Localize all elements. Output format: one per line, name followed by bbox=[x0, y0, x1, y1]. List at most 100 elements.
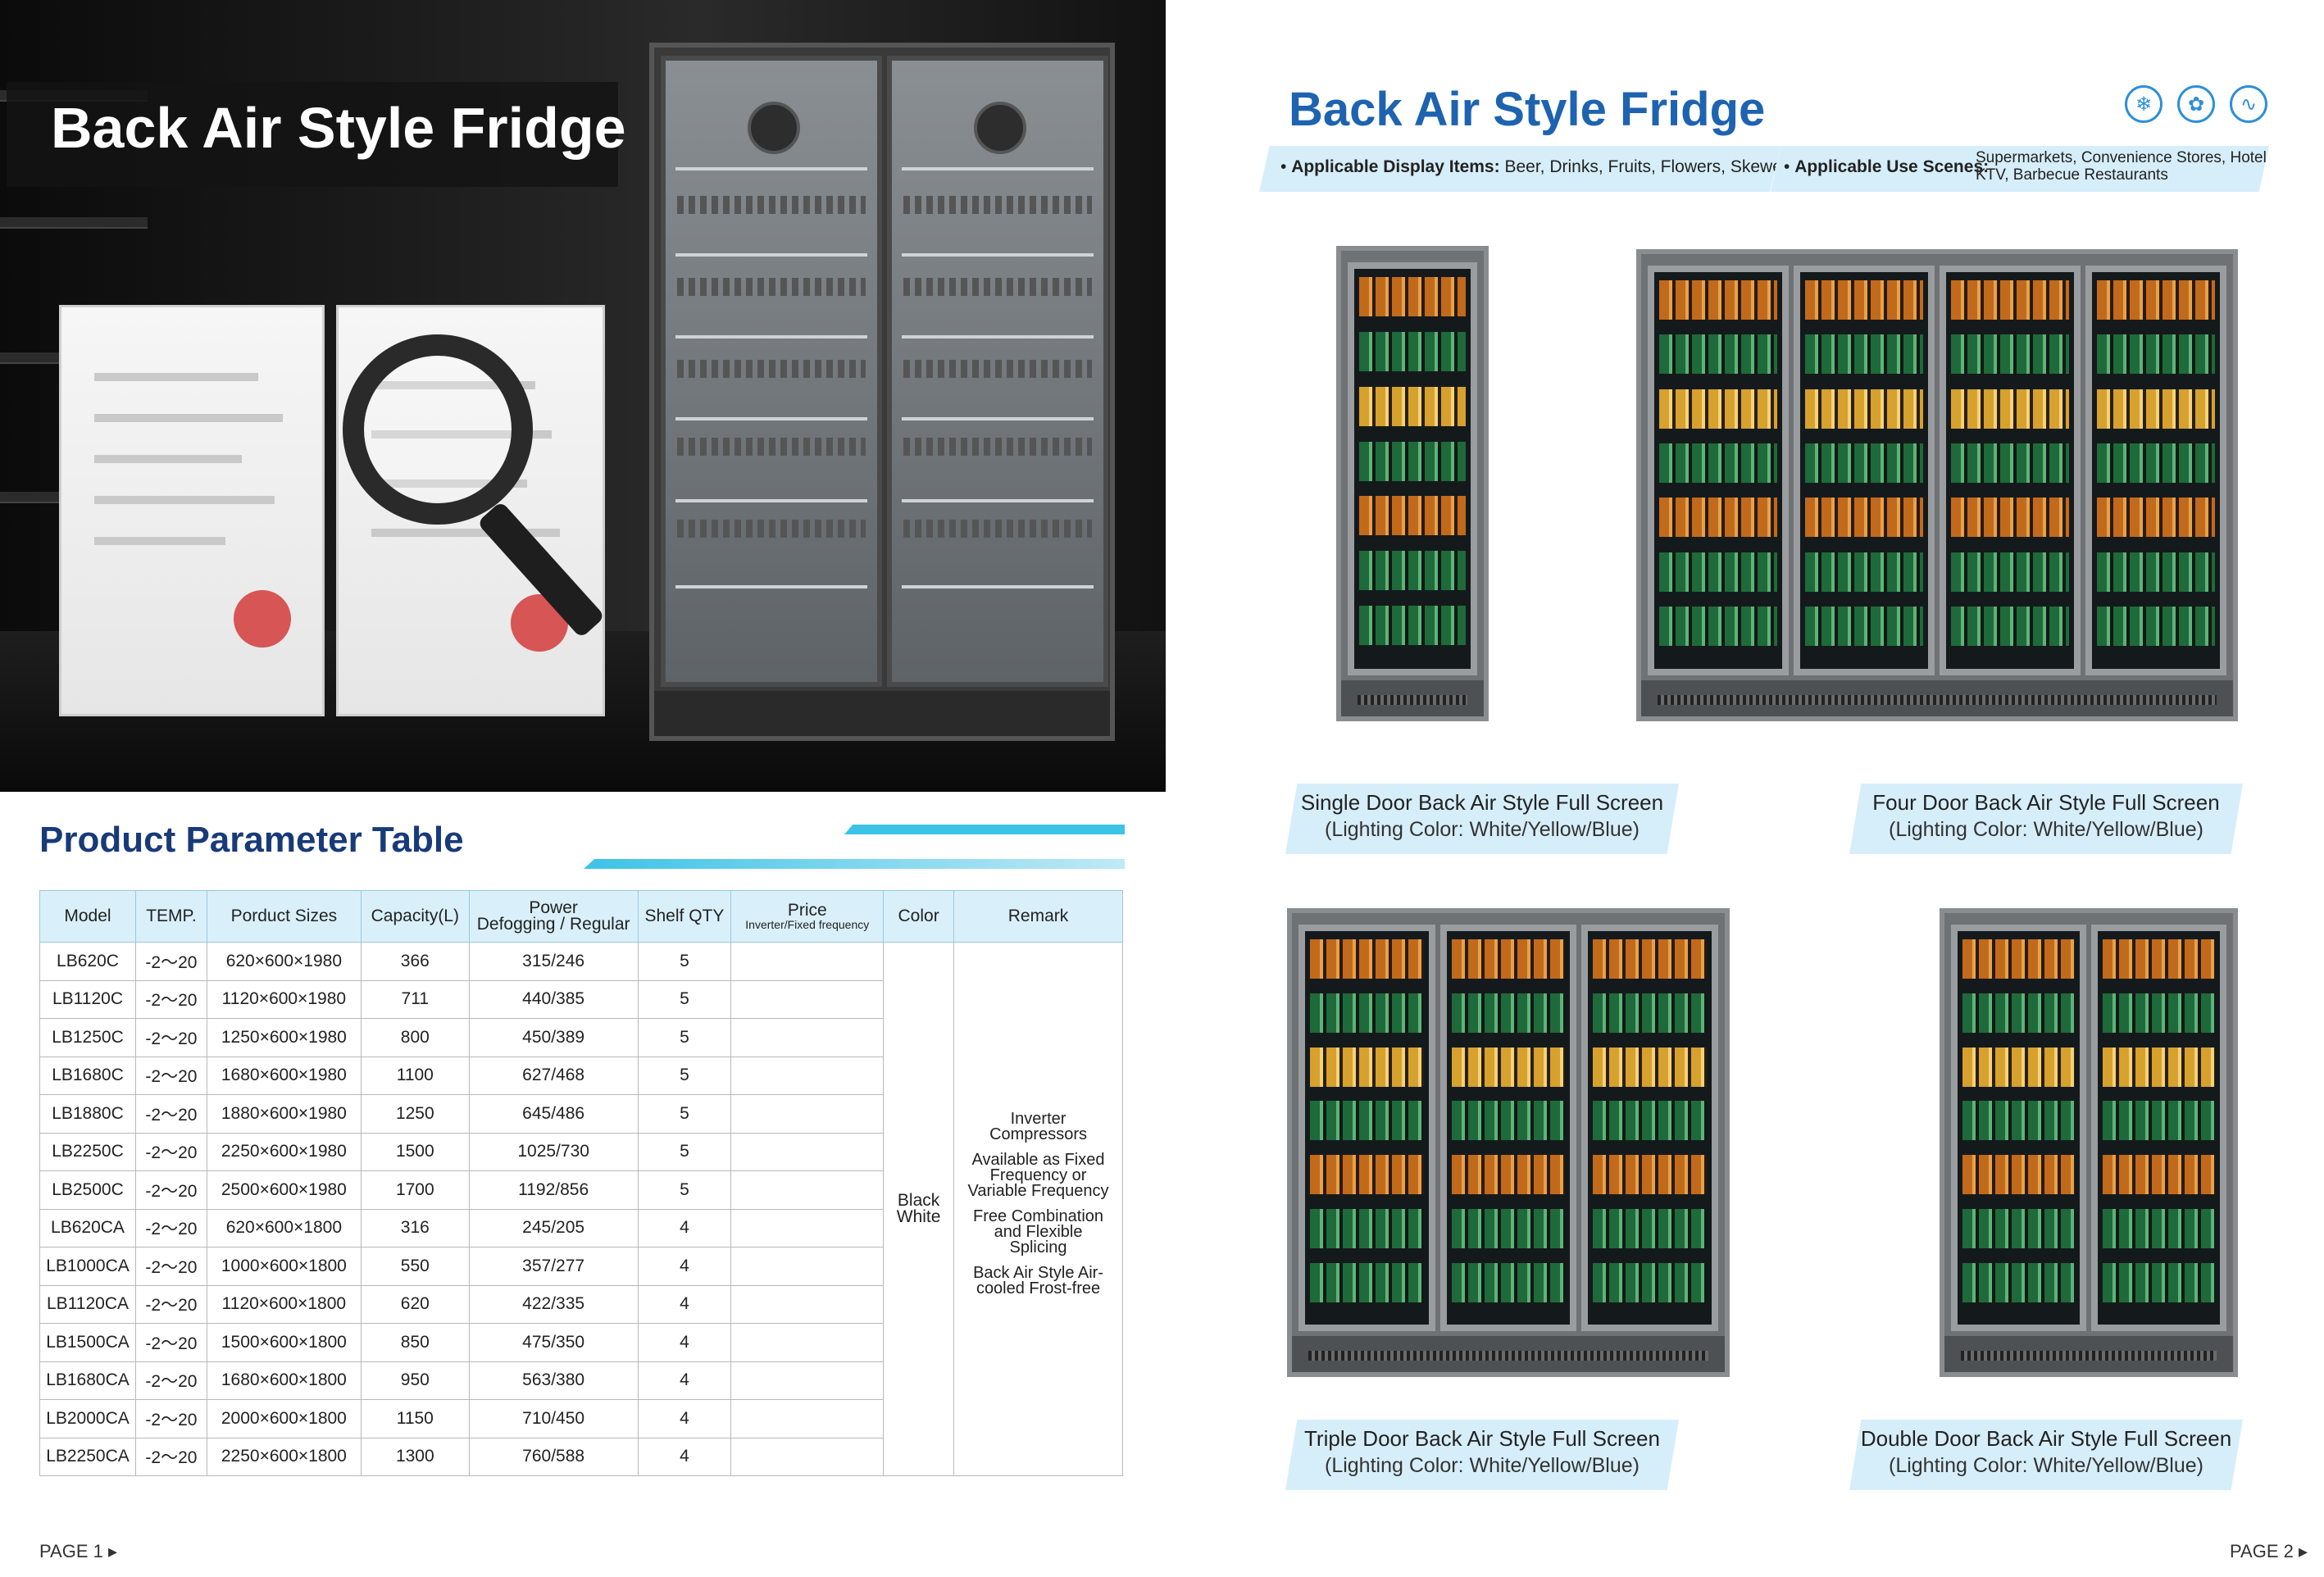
cell-power: 760/588 bbox=[468, 1437, 639, 1476]
hero-fridge-image bbox=[649, 43, 1115, 741]
cell-temp: -2～20 bbox=[134, 1247, 207, 1286]
cell-capacity: 1250 bbox=[360, 1094, 470, 1134]
cell-model: LB620CA bbox=[39, 1208, 136, 1248]
cell-size: 2250×600×1980 bbox=[206, 1132, 362, 1171]
triple-door-fridge-image bbox=[1287, 908, 1730, 1377]
cell-price bbox=[730, 1284, 885, 1324]
cell-power: 357/277 bbox=[468, 1247, 639, 1286]
decor-stripe bbox=[584, 859, 1125, 869]
remark-item: Back Air Style Air-cooled Frost-free bbox=[973, 1264, 1103, 1298]
remark-item: Inverter Compressors bbox=[989, 1110, 1087, 1143]
table-title: Product Parameter Table bbox=[39, 820, 464, 860]
cell-shelf: 5 bbox=[637, 1170, 732, 1210]
cell-price bbox=[730, 1247, 885, 1286]
cell-size: 1120×600×1980 bbox=[206, 979, 362, 1019]
cell-price bbox=[730, 1018, 885, 1057]
cell-temp: -2～20 bbox=[134, 1437, 207, 1476]
cell-power: 440/385 bbox=[468, 979, 639, 1019]
cell-model: LB1000CA bbox=[39, 1247, 136, 1286]
cell-price bbox=[730, 1094, 885, 1134]
cell-shelf: 4 bbox=[637, 1208, 732, 1248]
cell-size: 1880×600×1980 bbox=[206, 1094, 362, 1134]
cell-capacity: 1150 bbox=[360, 1399, 470, 1438]
four-door-fridge-image bbox=[1636, 249, 2238, 721]
cell-shelf: 5 bbox=[637, 1132, 732, 1171]
cell-power: 627/468 bbox=[468, 1056, 639, 1095]
hero-title-box: Back Air Style Fridge bbox=[7, 82, 626, 187]
decor-stripe bbox=[844, 825, 1125, 834]
cell-model: LB1880C bbox=[39, 1094, 136, 1134]
cell-model: LB2250CA bbox=[39, 1437, 136, 1476]
cell-shelf: 5 bbox=[637, 1018, 732, 1057]
cell-price bbox=[730, 979, 885, 1019]
caption-triple-door: Triple Door Back Air Style Full Screen (… bbox=[1285, 1420, 1679, 1490]
cell-capacity: 1700 bbox=[360, 1170, 470, 1210]
magnifier-icon bbox=[343, 334, 533, 525]
remark-item: Free Combination and Flexible Splicing bbox=[973, 1207, 1104, 1257]
cell-size: 620×600×1800 bbox=[206, 1208, 362, 1248]
cell-model: LB2000CA bbox=[39, 1399, 136, 1438]
caption-title: Triple Door Back Air Style Full Screen bbox=[1304, 1426, 1660, 1451]
cell-power: 710/450 bbox=[468, 1399, 639, 1438]
caption-title: Four Door Back Air Style Full Screen bbox=[1872, 790, 2220, 815]
cell-temp: -2～20 bbox=[134, 1208, 207, 1248]
col-model: Model bbox=[39, 890, 136, 943]
cell-model: LB2250C bbox=[39, 1132, 136, 1171]
caption-title: Single Door Back Air Style Full Screen bbox=[1300, 790, 1664, 815]
caption-four-door: Four Door Back Air Style Full Screen (Li… bbox=[1849, 784, 2243, 854]
use-scenes-value: Supermarkets, Convenience Stores, Hotels… bbox=[1976, 149, 2279, 184]
cell-size: 2250×600×1800 bbox=[206, 1437, 362, 1476]
cell-capacity: 1300 bbox=[360, 1437, 470, 1476]
cell-power: 645/486 bbox=[468, 1094, 639, 1134]
cell-model: LB1120CA bbox=[39, 1284, 136, 1324]
cell-model: LB1680CA bbox=[39, 1361, 136, 1400]
cell-shelf: 5 bbox=[637, 1094, 732, 1134]
cell-model: LB1250C bbox=[39, 1018, 136, 1057]
cell-temp: -2～20 bbox=[134, 1323, 207, 1362]
cell-size: 1500×600×1800 bbox=[206, 1323, 362, 1362]
cell-shelf: 5 bbox=[637, 942, 732, 981]
cell-power: 563/380 bbox=[468, 1361, 639, 1400]
cell-price bbox=[730, 1399, 885, 1438]
cell-temp: -2～20 bbox=[134, 1094, 207, 1134]
hero-title: Back Air Style Fridge bbox=[51, 96, 626, 160]
cell-temp: -2～20 bbox=[134, 1399, 207, 1438]
cell-size: 1120×600×1800 bbox=[206, 1284, 362, 1324]
double-door-fridge-image bbox=[1940, 908, 2238, 1377]
cell-price bbox=[730, 1323, 885, 1362]
cell-shelf: 4 bbox=[637, 1323, 732, 1362]
cell-size: 620×600×1980 bbox=[206, 942, 362, 981]
cell-power: 450/389 bbox=[468, 1018, 639, 1057]
cell-capacity: 1100 bbox=[360, 1056, 470, 1095]
cell-capacity: 316 bbox=[360, 1208, 470, 1248]
caption-subtitle: (Lighting Color: White/Yellow/Blue) bbox=[1889, 818, 2203, 841]
cell-temp: -2～20 bbox=[134, 1132, 207, 1171]
cell-power: 422/335 bbox=[468, 1284, 639, 1324]
cell-size: 2000×600×1800 bbox=[206, 1399, 362, 1438]
cell-capacity: 850 bbox=[360, 1323, 470, 1362]
cell-power: 475/350 bbox=[468, 1323, 639, 1362]
pulse-icon: ∿ bbox=[2230, 85, 2267, 123]
cell-temp: -2～20 bbox=[134, 979, 207, 1019]
cell-size: 1250×600×1980 bbox=[206, 1018, 362, 1057]
cell-temp: -2～20 bbox=[134, 1056, 207, 1095]
cell-price bbox=[730, 942, 885, 981]
cell-model: LB1680C bbox=[39, 1056, 136, 1095]
cell-model: LB2500C bbox=[39, 1170, 136, 1210]
cell-capacity: 711 bbox=[360, 979, 470, 1019]
cell-price bbox=[730, 1132, 885, 1171]
cell-temp: -2～20 bbox=[134, 1018, 207, 1057]
